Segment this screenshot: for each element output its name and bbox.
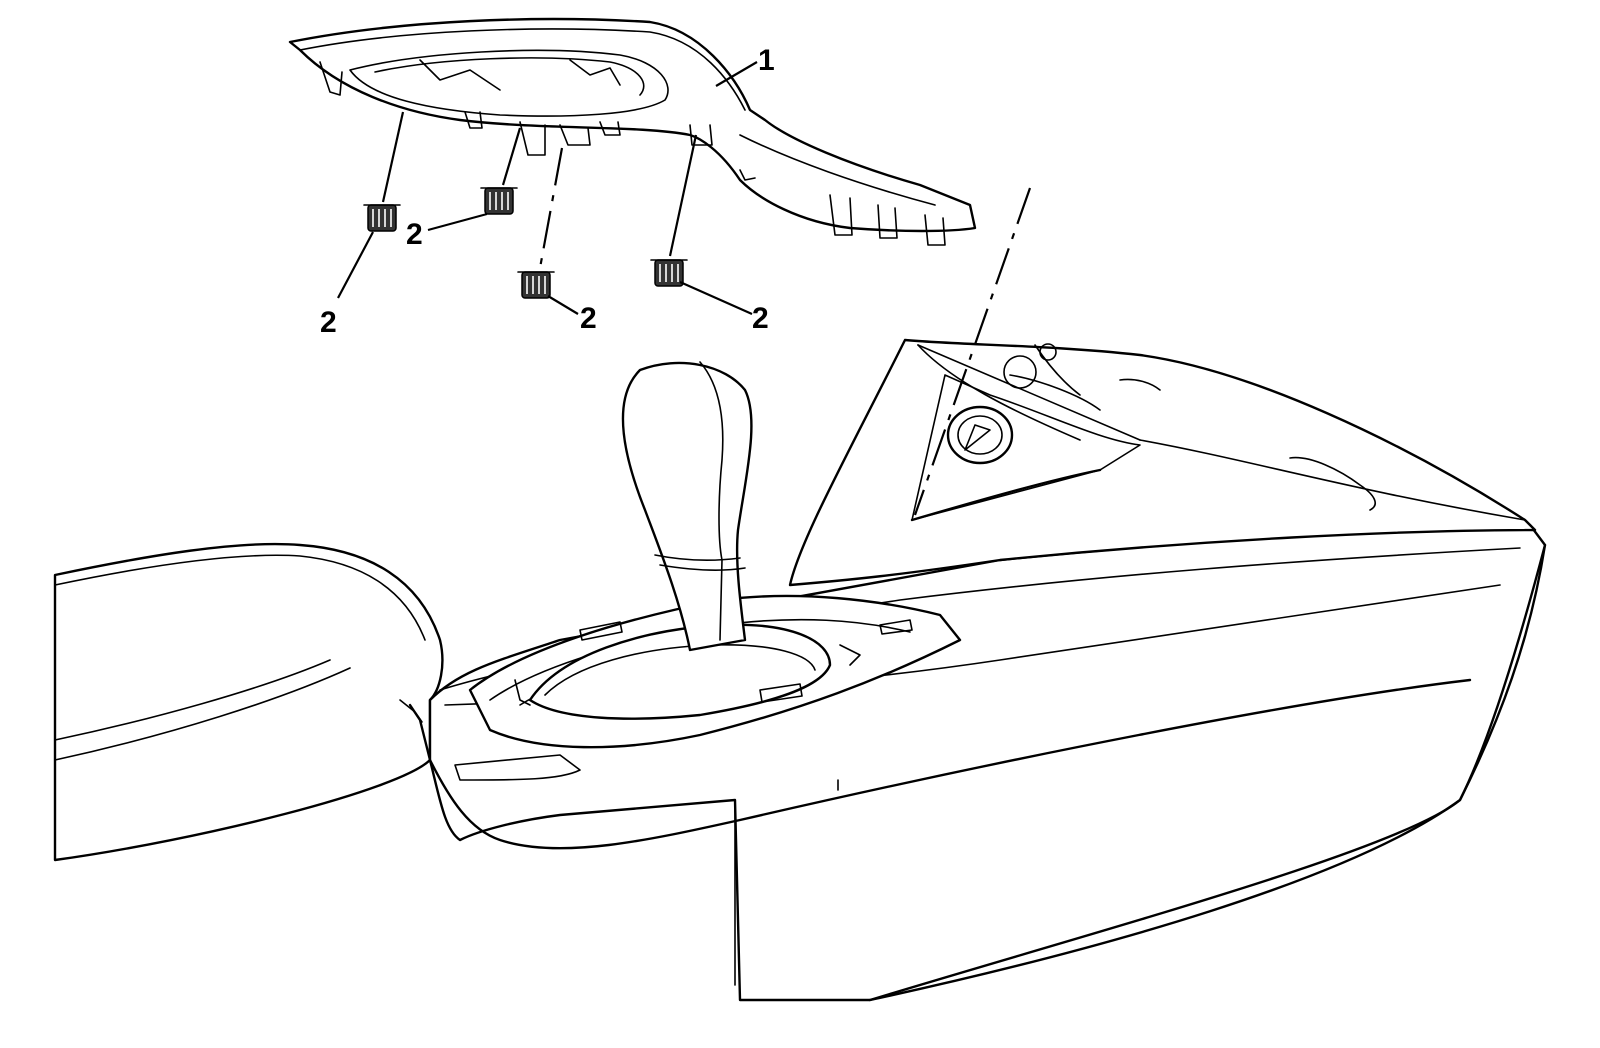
shift-lever-icon [621, 361, 753, 652]
armrest-icon [53, 542, 444, 862]
callout-leaders [337, 61, 758, 316]
callout-1: 1 [758, 44, 775, 77]
power-outlet-icon [946, 405, 1014, 465]
retainer-clip-icon [517, 271, 555, 299]
shifter-bezel-icon [468, 594, 962, 749]
retainer-clip-icon [480, 187, 518, 215]
callout-2b: 2 [406, 218, 423, 251]
callout-2d: 2 [752, 302, 769, 335]
trim-plate-icon [288, 17, 977, 246]
retainer-clip-icon [650, 259, 688, 287]
floor-console-icon [428, 523, 1547, 1002]
alignment-lines [381, 111, 1032, 516]
upper-console-icon [788, 338, 1537, 587]
retainer-clip-icon [363, 204, 401, 232]
callout-2a: 2 [320, 306, 337, 339]
callout-2c: 2 [580, 302, 597, 335]
